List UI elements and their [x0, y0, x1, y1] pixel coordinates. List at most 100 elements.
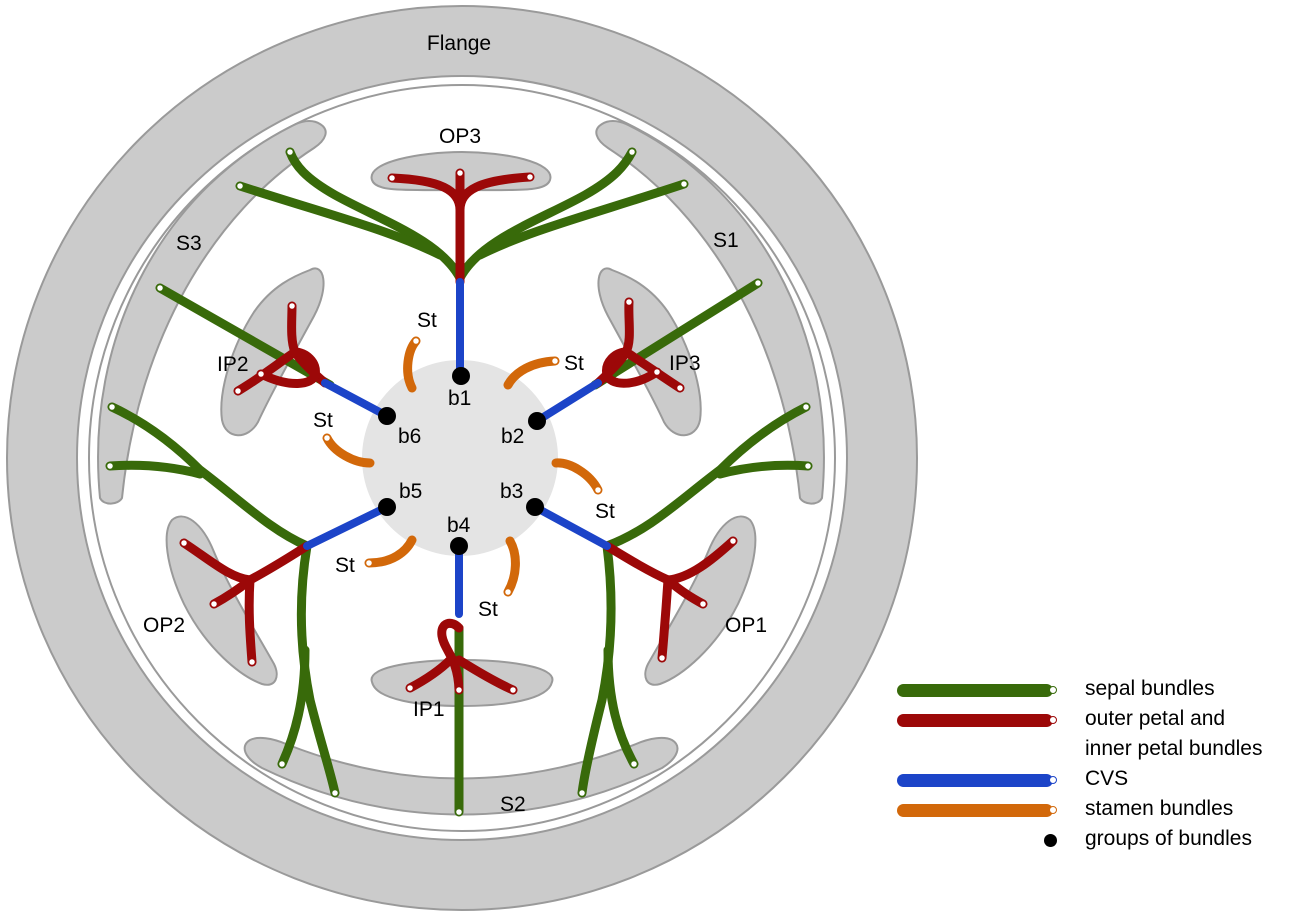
- stamen-bundle: [551, 458, 603, 495]
- sepal-bundle: [235, 181, 445, 260]
- label-st: St: [595, 500, 615, 523]
- petal-bundle: [256, 347, 320, 388]
- sepal-bundle: [577, 541, 616, 798]
- petal-bundle: [454, 655, 518, 695]
- legend-label-petal: outer petal and: [1085, 707, 1226, 730]
- label-s1: S1: [713, 229, 739, 252]
- sepal-end: [627, 147, 637, 157]
- stamen-bundle: [503, 536, 520, 597]
- group-b5: [378, 498, 396, 516]
- petal-end: [233, 386, 243, 396]
- sepal-end: [679, 179, 689, 189]
- petal-end: [179, 538, 189, 548]
- cvs-bundle: [303, 503, 391, 550]
- label-b1: b1: [448, 387, 471, 410]
- petal-end: [525, 172, 535, 182]
- sepal-bundle: [603, 645, 639, 769]
- petal-end: [247, 657, 257, 667]
- sepal-bundle: [107, 402, 312, 551]
- legend-label-petal-cont: inner petal bundles: [1085, 737, 1263, 760]
- legend-label-cvs: CVS: [1085, 767, 1129, 790]
- label-b3: b3: [500, 480, 523, 503]
- legend-item-cvs: CVS: [895, 766, 1305, 796]
- group-b3: [526, 498, 544, 516]
- label-st: St: [417, 309, 437, 332]
- stamen-end: [322, 433, 332, 443]
- petal-end: [454, 685, 464, 695]
- sepal-end: [155, 283, 165, 293]
- petal-end: [675, 383, 685, 393]
- stamen-end: [593, 485, 603, 495]
- sepal-bundle: [715, 460, 813, 479]
- sepal-bundle: [155, 283, 335, 390]
- legend-item-groups: groups of bundles: [895, 826, 1305, 856]
- legend-item-sepal: sepal bundles: [895, 676, 1305, 706]
- petal-bundle: [244, 575, 257, 667]
- sepal-end: [753, 278, 763, 288]
- petal-end: [256, 369, 266, 379]
- sepal-end: [454, 807, 464, 817]
- sepal-bundle: [105, 460, 205, 479]
- petal-end: [387, 173, 397, 183]
- sepal-bundle: [602, 402, 811, 551]
- petal-bundle: [405, 655, 455, 693]
- sepal-end: [801, 402, 811, 412]
- bundle-endpoints: [105, 147, 813, 817]
- sepal-end: [629, 759, 639, 769]
- cvs-bundle: [531, 503, 611, 550]
- label-st: St: [313, 409, 333, 432]
- petal-bundle: [602, 347, 662, 388]
- cvs-bundle: [321, 379, 391, 420]
- label-flange: Flange: [427, 32, 491, 55]
- stamen-end: [364, 558, 374, 568]
- petal-bundles: [179, 168, 738, 695]
- legend-swatch-end: [1049, 685, 1057, 694]
- label-op2: OP2: [143, 614, 185, 637]
- label-st: St: [335, 554, 355, 577]
- legend-item-petal-cont: inner petal bundles: [895, 736, 1305, 766]
- flange-ring: [5, 5, 919, 911]
- legend-swatch-end: [1049, 715, 1057, 724]
- petal-end: [508, 685, 518, 695]
- label-op3: OP3: [439, 125, 481, 148]
- legend-swatch-stamen: [897, 804, 1057, 817]
- label-s2: S2: [500, 793, 526, 816]
- sepal-end: [803, 461, 813, 471]
- petal-bundle: [657, 575, 673, 663]
- legend-label-sepal: sepal bundles: [1085, 677, 1215, 700]
- label-b6: b6: [398, 425, 421, 448]
- legend-label-stamen: stamen bundles: [1085, 797, 1234, 820]
- cvs-bundle: [533, 379, 602, 425]
- petal-end: [455, 168, 465, 178]
- group-b4: [450, 537, 468, 555]
- sepal-end: [107, 402, 117, 412]
- label-ip1: IP1: [413, 698, 445, 721]
- legend-swatch-petal: [897, 714, 1057, 727]
- legend-swatch-groups: [1044, 834, 1057, 847]
- petal-end: [657, 653, 667, 663]
- petal-bundle: [621, 347, 685, 393]
- sepal-end: [235, 181, 245, 191]
- legend-item-stamen: stamen bundles: [895, 796, 1305, 826]
- group-b1: [452, 367, 470, 385]
- label-b2: b2: [501, 425, 524, 448]
- label-ip3: IP3: [669, 352, 701, 375]
- legend-swatch-sepal: [897, 684, 1057, 697]
- diagram-labels: Flange OP3 S3 S1 IP2 IP3 OP2 OP1 IP1 S2 …: [143, 32, 767, 816]
- stamen-end: [550, 356, 560, 366]
- legend-swatch-end: [1049, 805, 1057, 814]
- label-op1: OP1: [725, 614, 767, 637]
- legend-label-groups: groups of bundles: [1085, 827, 1252, 850]
- legend: sepal bundles outer petal and inner peta…: [895, 676, 1305, 856]
- legend-swatch-end: [1049, 775, 1057, 784]
- stamen-bundle: [364, 535, 417, 568]
- cvs-bundles: [303, 278, 611, 618]
- sepal-bundles: [105, 147, 813, 817]
- label-b5: b5: [399, 480, 422, 503]
- sepal-bundle: [590, 278, 763, 390]
- petal-end: [209, 599, 219, 609]
- sepal-end: [277, 759, 287, 769]
- petal-end: [652, 367, 662, 377]
- label-st: St: [564, 352, 584, 375]
- sepal-bundle: [475, 179, 689, 260]
